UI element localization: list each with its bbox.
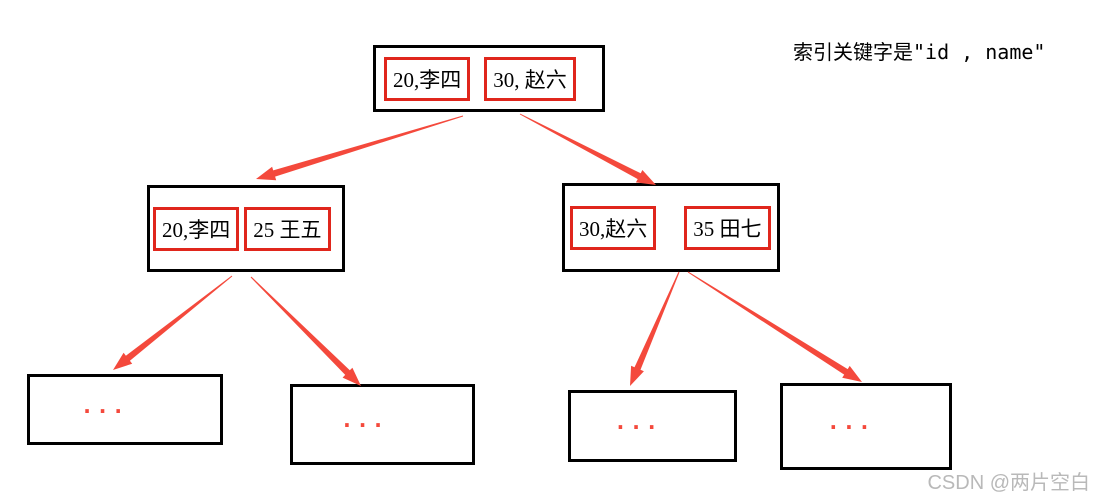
key-cell-right-2: 35 田七: [684, 205, 771, 250]
tree-node-child-right: 30,赵六 35 田七: [562, 183, 780, 272]
tree-leaf-4: ...: [780, 383, 952, 470]
key-cell-left-1: 20,李四: [153, 206, 240, 251]
tree-leaf-2: ...: [290, 384, 475, 465]
key-cell-right-1: 30,赵六: [570, 205, 657, 250]
key-cell-root-1: 20,李四: [384, 56, 471, 101]
ellipsis-label: ...: [343, 408, 390, 432]
ellipsis-label: ...: [829, 409, 877, 434]
tree-node-child-left: 20,李四 25 王五: [147, 185, 345, 272]
key-cell-left-2: 25 王五: [244, 206, 331, 251]
tree-leaf-3: ...: [568, 390, 737, 462]
tree-leaf-1: ...: [27, 374, 223, 445]
watermark: CSDN @两片空白: [927, 472, 1090, 494]
key-cell-root-2: 30, 赵六: [484, 56, 576, 101]
tree-node-root: 20,李四 30, 赵六: [373, 45, 605, 112]
ellipsis-label: ...: [616, 410, 664, 435]
index-key-annotation: 索引关键字是"id , name": [793, 40, 1046, 64]
ellipsis-label: ...: [83, 393, 130, 418]
